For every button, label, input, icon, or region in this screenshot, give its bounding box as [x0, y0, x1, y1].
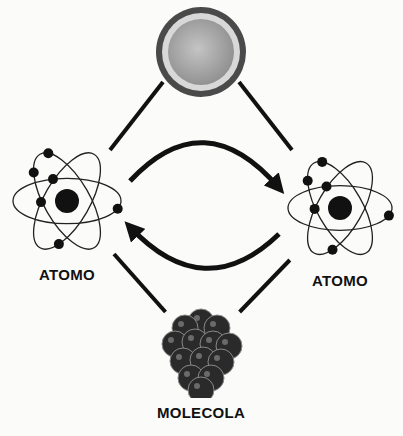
electron — [48, 174, 58, 184]
sphere-core — [168, 19, 234, 85]
link-line — [240, 260, 290, 312]
electron — [36, 197, 46, 207]
node-label: MOLECOLA — [157, 404, 245, 422]
electron — [43, 148, 53, 158]
electron — [113, 204, 123, 214]
highlight — [194, 383, 200, 389]
nucleus — [328, 196, 352, 220]
highlight — [188, 335, 194, 341]
highlight — [210, 321, 216, 327]
electron — [384, 211, 394, 221]
sphere-ring — [162, 13, 240, 91]
orbit — [20, 143, 113, 259]
highlight — [178, 321, 184, 327]
cycle-arrow — [130, 143, 279, 188]
highlight — [176, 354, 182, 360]
highlight — [168, 337, 174, 343]
atom-symbol — [281, 150, 399, 266]
cycle-arrow — [130, 227, 279, 268]
node-label: ATOMO — [39, 266, 95, 284]
node-label: ATOMO — [312, 272, 368, 290]
electron — [322, 182, 332, 192]
atom-node: ATOMO — [281, 150, 399, 290]
link-line — [114, 254, 166, 312]
molecule-atom — [188, 377, 214, 398]
atom-symbol — [6, 142, 128, 260]
highlight — [222, 339, 228, 345]
electron — [29, 168, 39, 178]
electron — [310, 204, 320, 214]
orbit — [295, 152, 386, 264]
orbit — [13, 178, 121, 223]
highlight — [196, 353, 202, 359]
electron — [328, 245, 338, 255]
molecule-node: MOLECOLA — [155, 306, 247, 422]
highlight — [204, 371, 210, 377]
nucleus — [55, 189, 79, 213]
orbit — [288, 186, 392, 231]
highlight — [184, 371, 190, 377]
sphere-outer — [156, 7, 246, 97]
highlight — [214, 355, 220, 361]
link-line — [239, 82, 292, 150]
orbit — [295, 152, 386, 264]
electron — [54, 239, 64, 249]
electron — [303, 176, 313, 186]
electron — [317, 157, 327, 167]
highlight — [206, 337, 212, 343]
orbit — [20, 143, 113, 259]
link-line — [110, 82, 163, 150]
atom-node: ATOMO — [6, 142, 128, 284]
molecule-symbol — [155, 306, 247, 398]
